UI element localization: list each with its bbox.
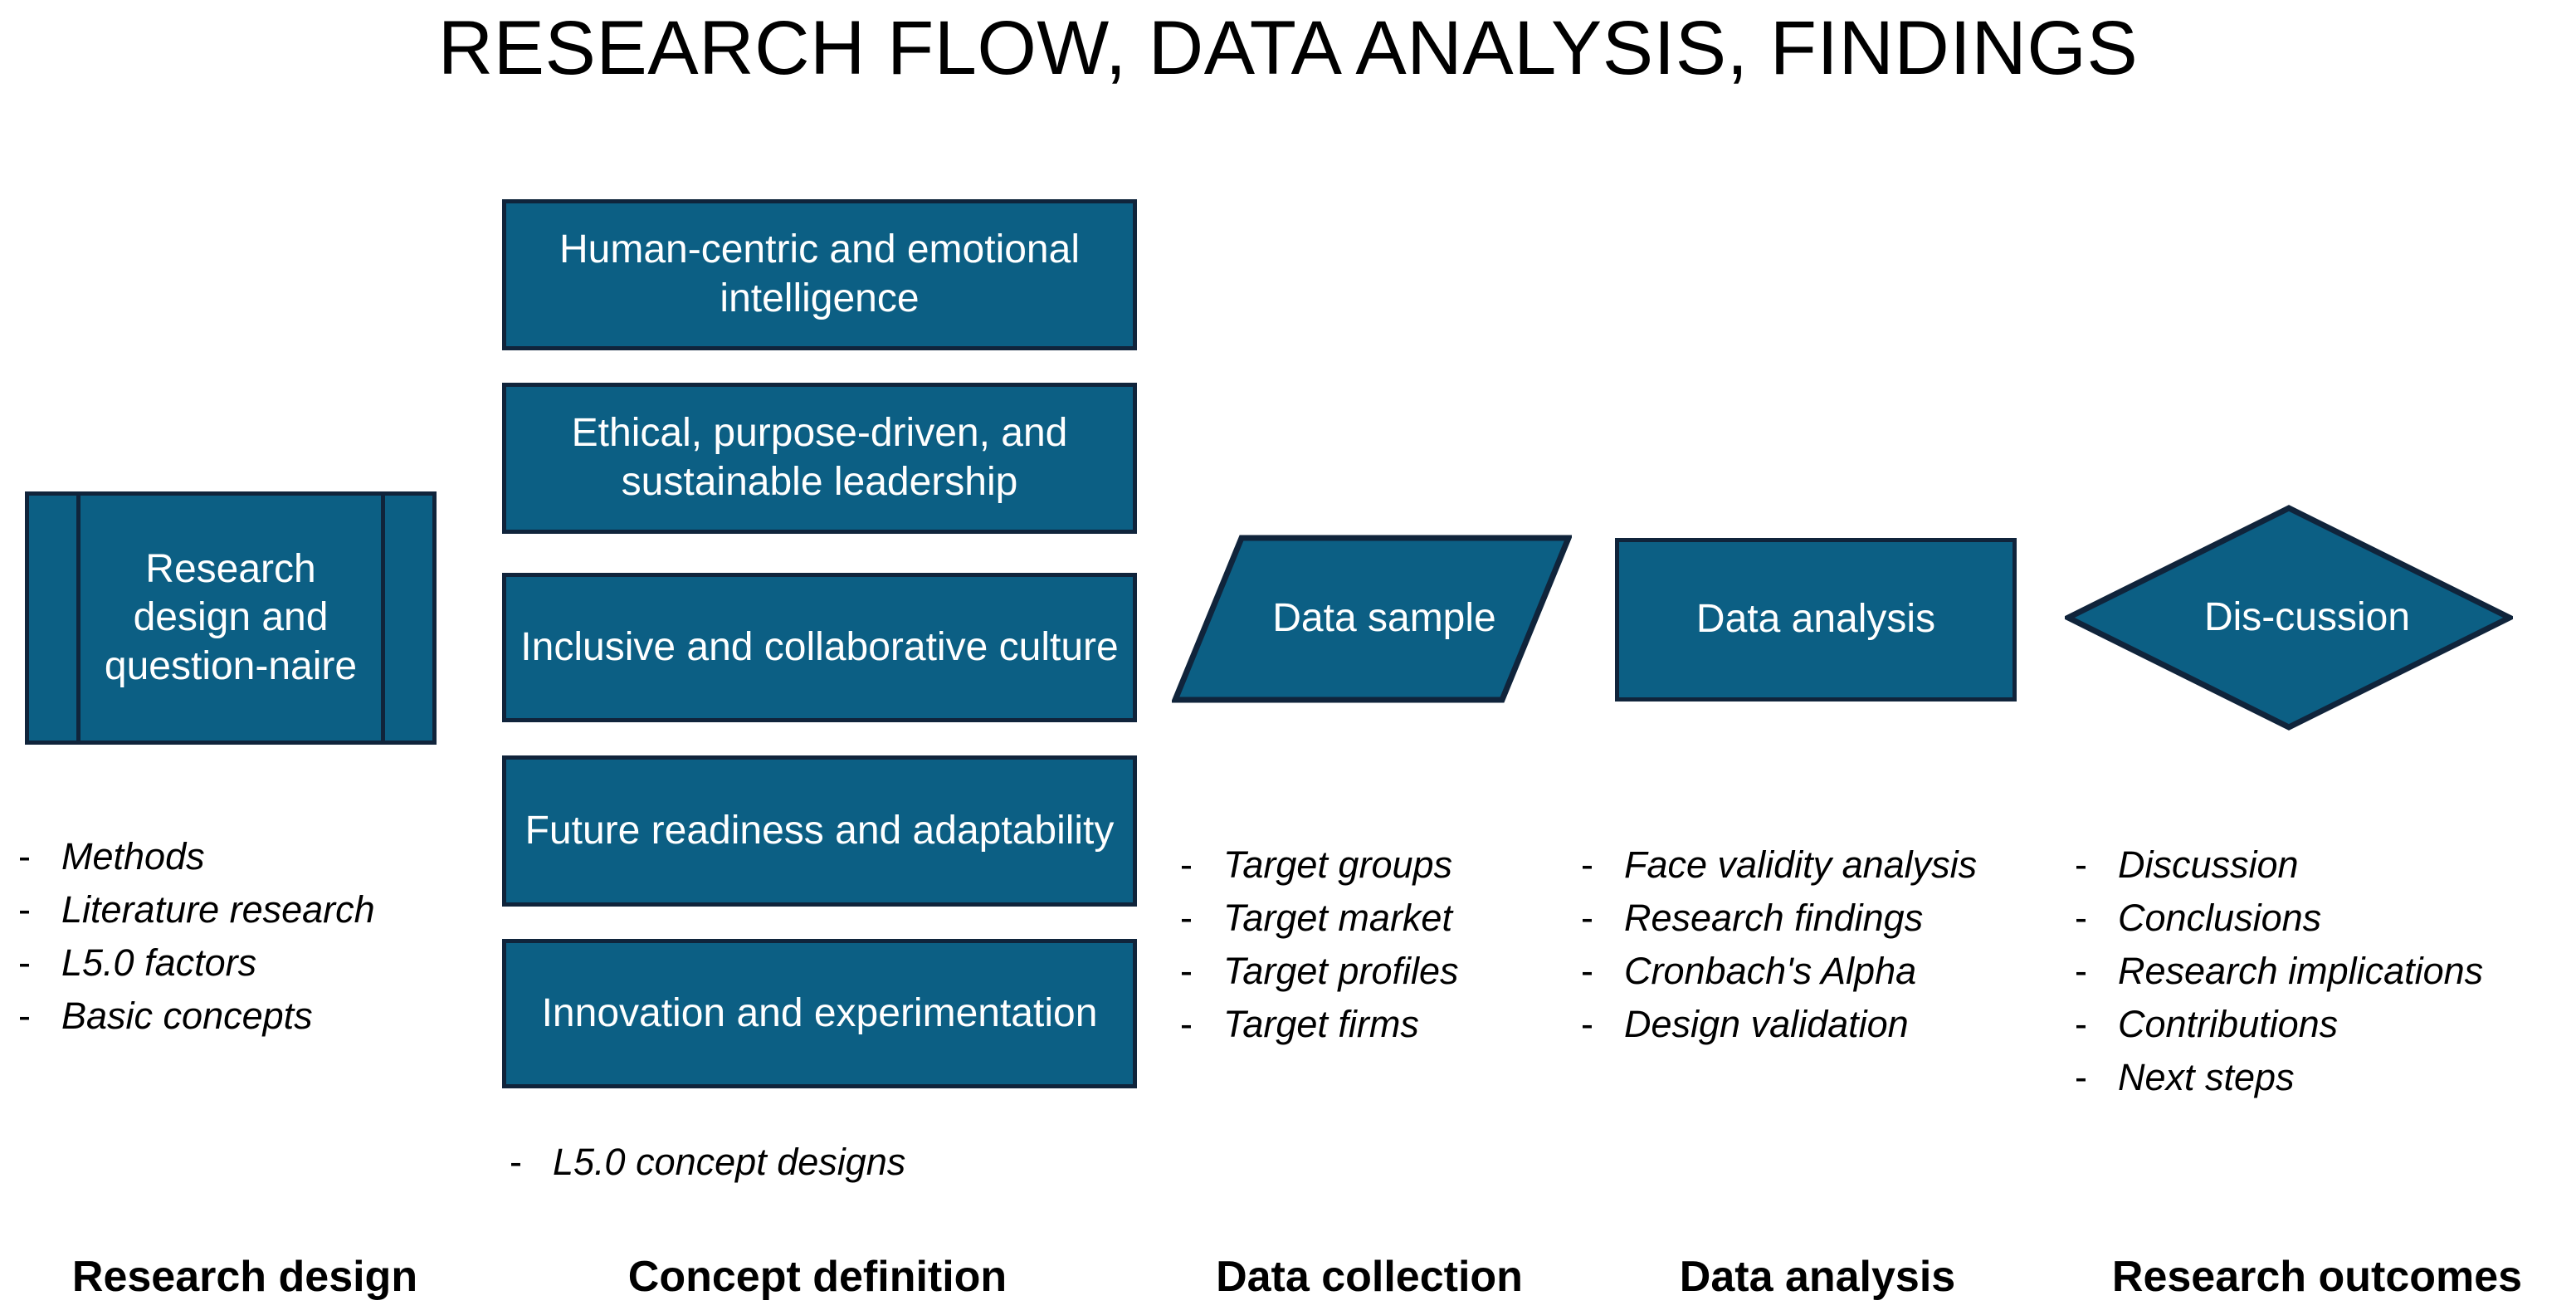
list-item: - Conclusions [2075,892,2483,945]
list-item-label: Cronbach's Alpha [1624,950,1917,992]
list-item-label: Conclusions [2118,897,2322,939]
research-outcomes-bullet-list: - Discussion - Conclusions - Research im… [2075,838,2483,1104]
page-title: RESEARCH FLOW, DATA ANALYSIS, FINDINGS [437,6,2139,90]
parallelogram-icon [1172,535,1572,703]
discussion-shape-label: Dis-cussion [2203,594,2411,639]
list-item: - Literature research [18,883,375,936]
list-item: - Design validation [1581,998,1977,1051]
concept-box-future-readiness[interactable]: Future readiness and adaptability [502,755,1137,907]
list-item-label: Research findings [1624,897,1924,939]
concept-box-ethical-leadership[interactable]: Ethical, purpose-driven, and sustainable… [502,383,1137,534]
list-item: - Cronbach's Alpha [1581,945,1977,998]
list-item-label: Discussion [2118,843,2299,886]
list-item: - Target market [1180,892,1459,945]
list-item-label: Literature research [61,888,375,931]
list-item: - Target profiles [1180,945,1459,998]
column-label-research-outcomes: Research outcomes [2111,1253,2523,1301]
bullet-dash-icon: - [2075,843,2087,886]
concept-box-label: Future readiness and adaptability [524,808,1115,853]
list-item: - Research implications [2075,945,2483,998]
bullet-dash-icon: - [18,888,31,931]
list-item-label: Target profiles [1223,950,1459,992]
concept-box-label: Ethical, purpose-driven, and sustainable… [571,411,1068,504]
bullet-dash-icon: - [2075,897,2087,939]
bullet-dash-icon: - [1180,897,1193,939]
bullet-dash-icon: - [1581,897,1593,939]
bullet-dash-icon: - [2075,1003,2087,1045]
list-item: - L5.0 factors [18,936,375,990]
data-analysis-bullet-list: - Face validity analysis - Research find… [1581,838,1977,1051]
data-sample-parallelogram-shape[interactable]: Data sample [1172,535,1572,703]
diamond-icon [2065,505,2513,731]
list-item-label: Basic concepts [61,995,313,1037]
list-item: - Next steps [2075,1051,2483,1104]
list-item-label: Face validity analysis [1624,843,1978,886]
predefined-process-left-bar [76,491,80,745]
list-item: - Discussion [2075,838,2483,892]
list-item-label: Target groups [1223,843,1453,886]
bullet-dash-icon: - [1180,950,1193,992]
list-item-label: Target market [1223,897,1452,939]
bullet-dash-icon: - [18,835,31,877]
concept-box-label: Innovation and experimentation [541,990,1098,1035]
bullet-dash-icon: - [1581,843,1593,886]
concept-box-label: Inclusive and collaborative culture [520,624,1119,669]
discussion-diamond-shape[interactable]: Dis-cussion [2065,505,2513,731]
concept-box-innovation[interactable]: Innovation and experimentation [502,939,1137,1088]
list-item: - L5.0 concept designs [510,1136,905,1189]
concept-box-inclusive-culture[interactable]: Inclusive and collaborative culture [502,573,1137,722]
bullet-dash-icon: - [510,1141,522,1183]
list-item: - Methods [18,830,375,883]
list-item: - Contributions [2075,998,2483,1051]
research-design-shape-label: Research design and question-naire [104,546,358,688]
list-item-label: Contributions [2118,1003,2339,1045]
list-item: - Target firms [1180,998,1459,1051]
column-label-concept-definition: Concept definition [627,1253,1007,1301]
list-item-label: L5.0 concept designs [553,1141,906,1183]
bullet-dash-icon: - [1180,1003,1193,1045]
list-item: - Research findings [1581,892,1977,945]
column-label-data-collection: Data collection [1216,1253,1523,1301]
data-analysis-shape-label: Data analysis [1695,597,1936,642]
concept-box-label: Human-centric and emotional intelligence [559,227,1080,320]
bullet-dash-icon: - [2075,1056,2087,1098]
list-item-label: Next steps [2118,1056,2295,1098]
data-analysis-rectangle-shape[interactable]: Data analysis [1615,538,2017,701]
list-item: - Basic concepts [18,990,375,1043]
column-label-research-design: Research design [71,1253,418,1301]
list-item-label: Target firms [1223,1003,1419,1045]
research-design-process-shape[interactable]: Research design and question-naire [25,491,437,745]
list-item: - Face validity analysis [1581,838,1977,892]
concept-box-human-centric[interactable]: Human-centric and emotional intelligence [502,199,1137,350]
list-item: - Target groups [1180,838,1459,892]
list-item-label: Research implications [2118,950,2484,992]
bullet-dash-icon: - [18,941,31,984]
predefined-process-right-bar [381,491,385,745]
bullet-dash-icon: - [2075,950,2087,992]
concept-definition-bullet-list: - L5.0 concept designs [510,1136,905,1189]
bullet-dash-icon: - [1581,1003,1593,1045]
data-sample-shape-label: Data sample [1272,596,1496,641]
column-label-data-analysis: Data analysis [1679,1253,1956,1301]
data-collection-bullet-list: - Target groups - Target market - Target… [1180,838,1459,1051]
research-design-bullet-list: - Methods - Literature research - L5.0 f… [18,830,375,1043]
bullet-dash-icon: - [18,995,31,1037]
bullet-dash-icon: - [1581,950,1593,992]
list-item-label: Design validation [1624,1003,1909,1045]
list-item-label: Methods [61,835,205,877]
bullet-dash-icon: - [1180,843,1193,886]
list-item-label: L5.0 factors [61,941,257,984]
